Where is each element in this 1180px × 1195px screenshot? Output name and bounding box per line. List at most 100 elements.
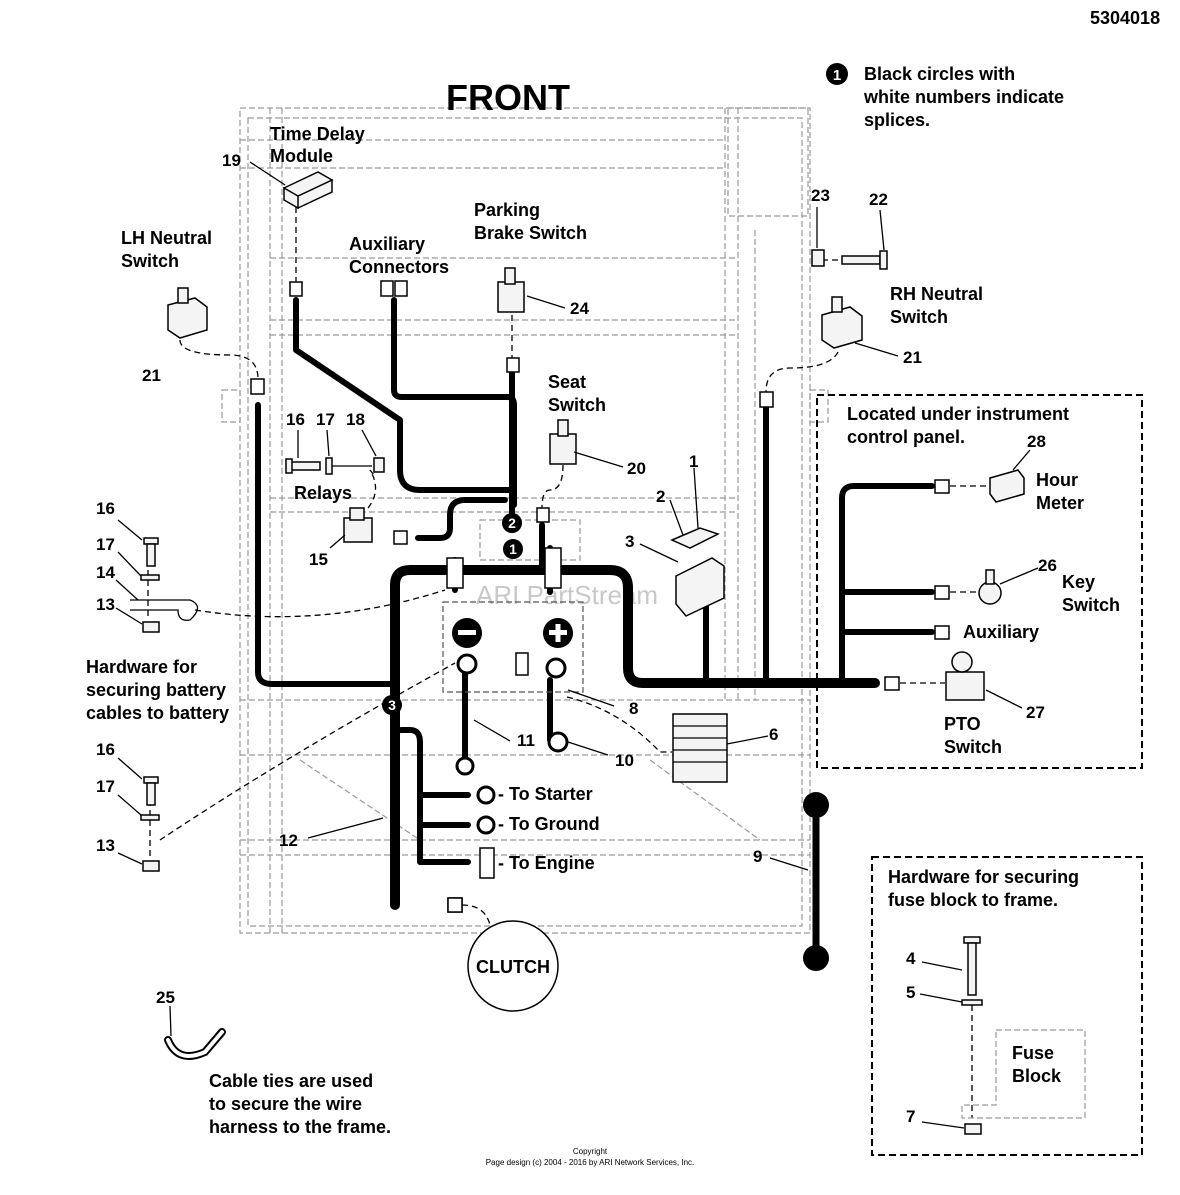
relays-label: Relays	[294, 483, 352, 503]
battery-hw-label-2: securing battery	[86, 680, 226, 700]
battery	[442, 547, 584, 776]
pto-switch-label-2: Switch	[944, 737, 1002, 757]
main-harness	[255, 297, 935, 910]
connector-stack-icon	[672, 713, 728, 783]
callout-16-top: 16	[96, 499, 115, 518]
callout-3: 3	[625, 532, 634, 551]
cable-ties-label-2: to secure the wire	[209, 1094, 362, 1114]
callout-2: 2	[656, 487, 665, 506]
battery-hw-label-3: cables to battery	[86, 703, 229, 723]
callout-21-right: 21	[903, 348, 922, 367]
cable-ties-label-1: Cable ties are used	[209, 1071, 373, 1091]
callout-11: 11	[517, 731, 535, 750]
hw-bolt-bottom-icon	[143, 776, 159, 784]
splice-legend: 1 Black circles with white numbers indic…	[826, 63, 1064, 130]
hw-bolt-top-icon	[143, 537, 159, 545]
callout-23: 23	[811, 186, 830, 205]
splice-2-number: 2	[508, 515, 516, 531]
callout-12: 12	[279, 831, 298, 850]
callout-16-bottom: 16	[96, 740, 115, 759]
seat-switch-label-1: Seat	[548, 372, 586, 392]
connectors	[250, 280, 950, 913]
legend-line-2: white numbers indicate	[863, 87, 1064, 107]
leader-lines	[115, 161, 1039, 1129]
auxiliary-label: Auxiliary	[963, 622, 1039, 642]
time-delay-module-icon	[282, 171, 334, 210]
lh-neutral-label-2: Switch	[121, 251, 179, 271]
fuse-block-icon	[675, 557, 725, 617]
fuse-hw-line-1: Hardware for securing	[888, 867, 1079, 887]
instrument-panel-box	[816, 394, 1143, 769]
callout-17-top: 17	[96, 535, 115, 554]
clutch-icon	[467, 920, 559, 1012]
time-delay-label-2: Module	[270, 146, 333, 166]
fuse-washer-icon	[961, 999, 983, 1006]
callout-17-bottom: 17	[96, 777, 115, 796]
fuse-nut-icon	[964, 1123, 982, 1135]
hour-meter-label-1: Hour	[1036, 470, 1078, 490]
hw-nut-top-icon	[142, 621, 160, 633]
part-number: 5304018	[1090, 8, 1160, 28]
callout-22: 22	[869, 190, 888, 209]
callout-numbers: 19 23 22 24 21 21 16 17 18 20 28 1 2 3 1…	[96, 151, 1057, 1126]
callout-7: 7	[906, 1107, 915, 1126]
dashed-links	[147, 207, 988, 1118]
rh-nut-icon	[811, 249, 825, 267]
callout-6: 6	[769, 725, 778, 744]
rh-neutral-label-2: Switch	[890, 307, 948, 327]
key-switch-label-2: Switch	[1062, 595, 1120, 615]
legend-line-3: splices.	[864, 110, 930, 130]
to-ground-label: - To Ground	[498, 814, 600, 834]
pto-switch-label-1: PTO	[944, 714, 981, 734]
legend-line-1: Black circles with	[864, 64, 1015, 84]
rh-neutral-label-1: RH Neutral	[890, 284, 983, 304]
hw-washer-bottom-icon	[140, 814, 160, 821]
splices: 1 2 3	[382, 513, 523, 715]
panel-note-line-1: Located under instrument	[847, 404, 1069, 424]
parking-brake-switch-icon	[497, 281, 525, 313]
callout-14: 14	[96, 563, 115, 582]
callout-1: 1	[689, 452, 698, 471]
battery-hw-label-1: Hardware for	[86, 657, 197, 677]
callout-13-bottom: 13	[96, 836, 115, 855]
seat-switch-icon	[549, 433, 577, 465]
fuse-block-outline	[961, 1029, 1086, 1119]
callout-16: 16	[286, 410, 305, 429]
callout-25: 25	[156, 988, 175, 1007]
aux-connectors-label-2: Connectors	[349, 257, 449, 277]
callout-27: 27	[1026, 703, 1045, 722]
splice-1-icon	[503, 539, 523, 559]
rh-neutral-switch-icon	[821, 306, 863, 349]
fuse-icon	[670, 527, 720, 549]
splice-3-icon	[382, 695, 402, 715]
callout-15: 15	[309, 550, 328, 569]
to-engine-label: - To Engine	[498, 853, 595, 873]
splice-3-number: 3	[388, 697, 396, 713]
pto-switch-icon	[945, 671, 985, 701]
rh-bolt-icon	[841, 255, 881, 265]
callout-20: 20	[627, 459, 646, 478]
relay-nut-icon	[373, 457, 385, 473]
hour-meter-icon	[989, 469, 1025, 503]
clutch-label: CLUTCH	[476, 957, 550, 977]
seat-switch-label-2: Switch	[548, 395, 606, 415]
callout-24: 24	[570, 299, 589, 318]
callout-19: 19	[222, 151, 241, 170]
callout-21-left: 21	[142, 366, 161, 385]
splice-2-icon	[502, 513, 522, 533]
lh-neutral-switch-icon	[167, 297, 208, 339]
relay-icon	[343, 517, 373, 543]
splice-legend-number: 1	[833, 67, 841, 84]
parking-brake-label-2: Brake Switch	[474, 223, 587, 243]
callout-8: 8	[629, 699, 638, 718]
hw-nut-bottom-icon	[142, 860, 160, 872]
panel-note-line-2: control panel.	[847, 427, 965, 447]
aux-connectors-label-1: Auxiliary	[349, 234, 425, 254]
fuse-hardware-box	[871, 856, 1143, 1156]
relay-washer-icon	[325, 457, 333, 475]
splice-legend-icon	[826, 63, 848, 85]
key-switch-icon	[978, 581, 1002, 605]
hour-meter-label-2: Meter	[1036, 493, 1084, 513]
callout-28: 28	[1027, 432, 1046, 451]
